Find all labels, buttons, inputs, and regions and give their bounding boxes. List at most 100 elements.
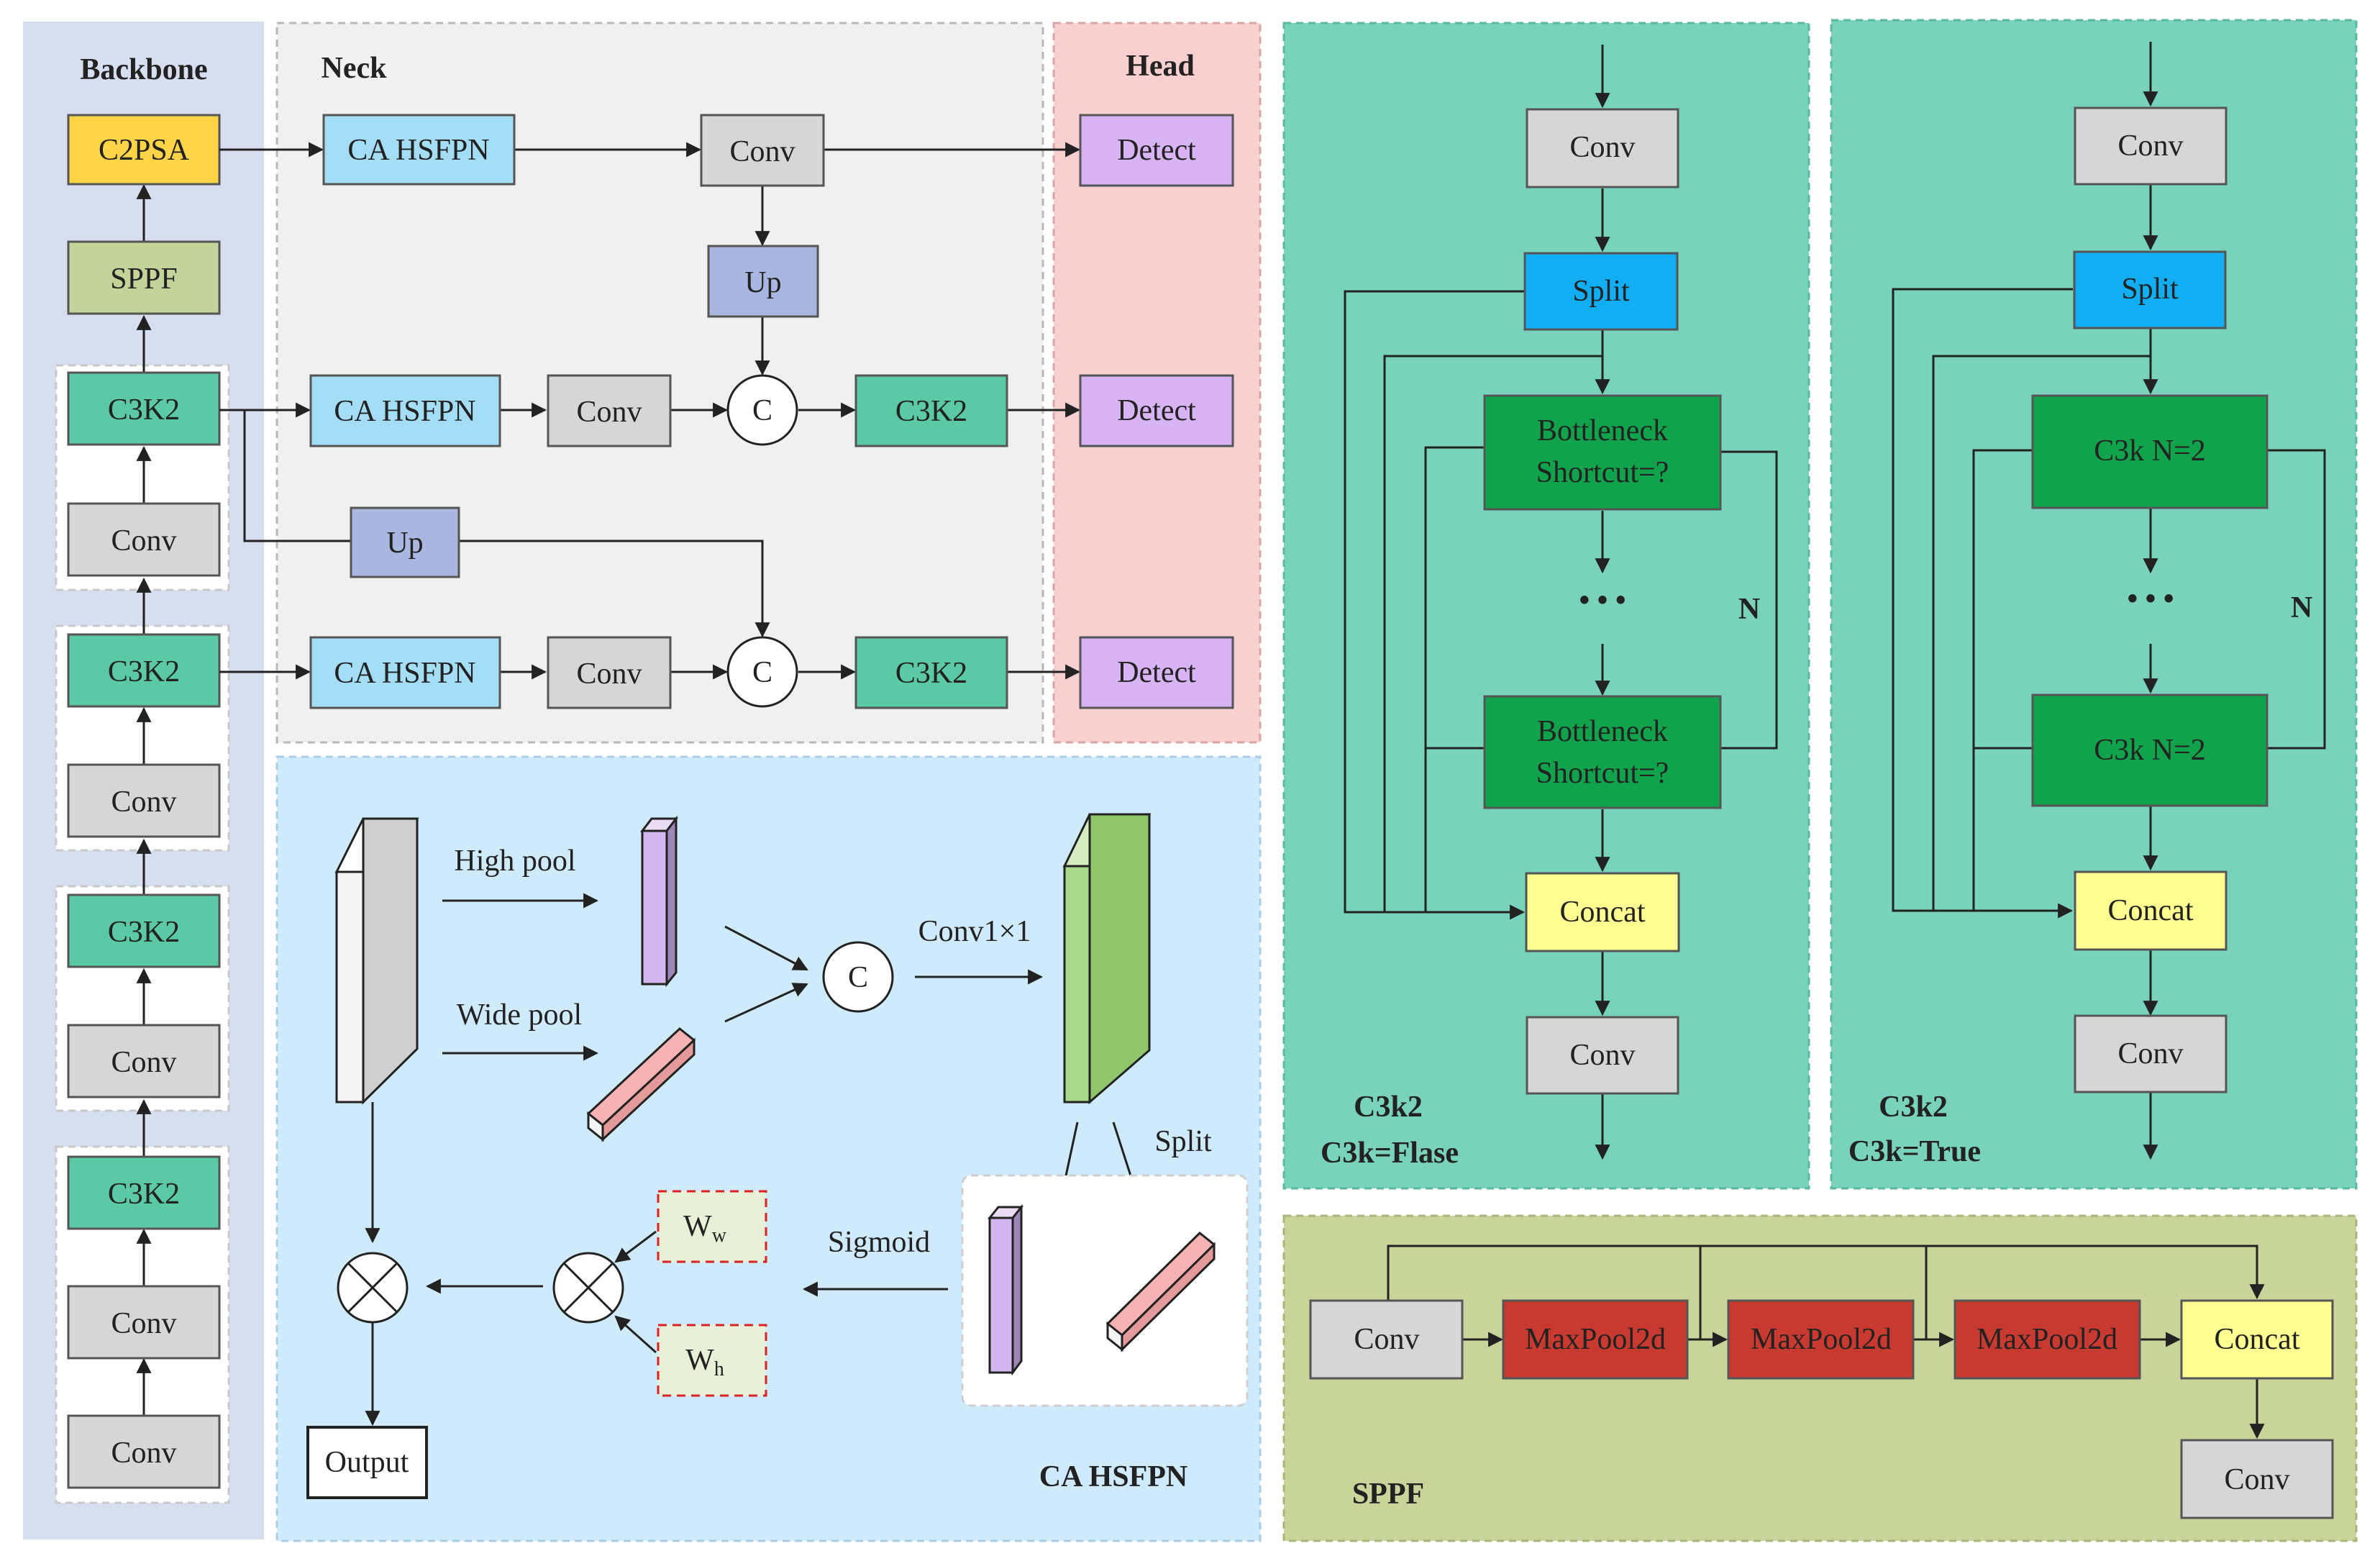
neck-ca-hsfpn-3: CA HSFPN xyxy=(309,636,501,709)
svg-text:Ww: Ww xyxy=(683,1210,727,1247)
svg-text:C3K2: C3K2 xyxy=(108,916,180,949)
svg-text:Conv: Conv xyxy=(576,396,642,429)
backbone-conv-4: Conv xyxy=(67,763,221,838)
wh-box: Wh xyxy=(657,1324,767,1397)
input-feature-map xyxy=(334,817,419,1105)
ca-concat: C xyxy=(822,941,894,1013)
neck-connectors xyxy=(219,142,1081,680)
c3k2-true-split: Split xyxy=(2073,250,2227,329)
svg-text:Conv: Conv xyxy=(111,1307,176,1340)
backbone-title: Backbone xyxy=(80,53,207,86)
neck-title: Neck xyxy=(322,52,388,85)
backbone-sppf: SPPF xyxy=(67,240,221,315)
multiply-icon-2 xyxy=(337,1252,409,1324)
split-group xyxy=(961,1174,1249,1407)
svg-text:C3K2: C3K2 xyxy=(108,393,180,427)
svg-text:C3K2: C3K2 xyxy=(108,655,180,688)
wide-pool-label: Wide pool xyxy=(457,998,582,1032)
svg-text:C3K2: C3K2 xyxy=(108,1178,180,1211)
c3k2-false-caption-2: C3k=Flase xyxy=(1321,1137,1459,1170)
svg-text:Detect: Detect xyxy=(1117,656,1196,689)
neck-concat-1: C xyxy=(726,374,798,446)
c3k2-true-concat: Concat xyxy=(2074,870,2228,951)
c3k2-true-dots: • • • xyxy=(2127,583,2174,616)
backbone-c3k2-2: C3K2 xyxy=(67,893,221,968)
backbone-conv-3: Conv xyxy=(67,1024,221,1098)
svg-text:MaxPool2d: MaxPool2d xyxy=(1977,1323,2117,1356)
svg-text:MaxPool2d: MaxPool2d xyxy=(1751,1323,1892,1356)
svg-text:Conv: Conv xyxy=(2224,1463,2289,1496)
conv1x1-label: Conv1×1 xyxy=(918,915,1031,948)
sppf-maxpool-2: MaxPool2d xyxy=(1727,1299,1915,1380)
sppf-maxpool-1: MaxPool2d xyxy=(1502,1299,1689,1380)
svg-text:CA HSFPN: CA HSFPN xyxy=(347,134,489,167)
svg-text:Conv: Conv xyxy=(576,658,642,691)
svg-text:Bottleneck: Bottleneck xyxy=(1537,414,1668,447)
svg-text:Conv: Conv xyxy=(2117,1037,2183,1070)
neck-up-2: Up xyxy=(350,506,460,578)
svg-text:Concat: Concat xyxy=(2215,1323,2300,1356)
neck-conv-1: Conv xyxy=(700,114,825,187)
svg-text:SPPF: SPPF xyxy=(110,263,177,296)
svg-text:Split: Split xyxy=(2121,273,2179,306)
svg-text:Wh: Wh xyxy=(685,1344,724,1380)
conv-result-tensor xyxy=(1062,813,1152,1105)
svg-text:CA HSFPN: CA HSFPN xyxy=(334,395,475,428)
neck-concat-2: C xyxy=(726,636,798,708)
head-detect-1: Detect xyxy=(1079,114,1234,187)
sppf-conv-1: Conv xyxy=(1309,1299,1464,1380)
c3k2-false-conv-2: Conv xyxy=(1526,1016,1679,1095)
c3k2-false-caption-1: C3k2 xyxy=(1354,1091,1423,1124)
neck-c3k2-1: C3K2 xyxy=(854,374,1008,447)
c3k2-true-caption-1: C3k2 xyxy=(1879,1091,1948,1124)
c3k2-false-split: Split xyxy=(1523,252,1679,331)
svg-text:Shortcut=?: Shortcut=? xyxy=(1536,456,1669,489)
sppf-caption: SPPF xyxy=(1352,1478,1424,1511)
svg-text:Split: Split xyxy=(1572,275,1630,308)
c3k2-true-n: N xyxy=(2291,591,2312,624)
svg-text:Up: Up xyxy=(744,266,781,299)
svg-text:Detect: Detect xyxy=(1117,394,1196,427)
svg-text:Output: Output xyxy=(325,1446,409,1479)
neck-ca-hsfpn-1: CA HSFPN xyxy=(322,114,516,186)
svg-text:Conv: Conv xyxy=(1569,1039,1635,1072)
ca-hsfpn-caption: CA HSFPN xyxy=(1039,1460,1188,1493)
svg-text:C2PSA: C2PSA xyxy=(99,134,190,167)
split-w-tensor xyxy=(1105,1231,1216,1352)
neck-conv-3: Conv xyxy=(547,636,672,709)
backbone-c3k2-1: C3K2 xyxy=(67,1155,221,1230)
neck-conv-2: Conv xyxy=(547,374,672,447)
backbone-conv-5: Conv xyxy=(67,502,221,577)
c3k2-false-concat: Concat xyxy=(1525,872,1680,952)
neck-ca-hsfpn-2: CA HSFPN xyxy=(309,374,501,447)
head-title: Head xyxy=(1126,50,1195,83)
c3k2-false-bottleneck-2: Bottleneck Shortcut=? xyxy=(1483,695,1722,809)
svg-text:Conv: Conv xyxy=(1354,1323,1419,1356)
c3k2-true-caption-2: C3k=True xyxy=(1848,1135,1981,1168)
c3k2-false-conv-1: Conv xyxy=(1526,108,1679,188)
svg-text:Concat: Concat xyxy=(1560,896,1646,929)
svg-text:Shortcut=?: Shortcut=? xyxy=(1536,757,1669,790)
split-label: Split xyxy=(1154,1125,1212,1158)
svg-text:Conv: Conv xyxy=(2117,129,2183,163)
svg-text:C3k N=2: C3k N=2 xyxy=(2094,734,2206,767)
head-detect-3: Detect xyxy=(1079,636,1234,709)
svg-text:Concat: Concat xyxy=(2108,894,2194,927)
split-h-tensor xyxy=(987,1204,1024,1376)
backbone-conv-1: Conv xyxy=(67,1414,221,1489)
high-pool-label: High pool xyxy=(454,845,575,878)
c3k2-true-connectors xyxy=(1892,42,2326,1160)
c3k2-true-c3k-block-2: C3k N=2 xyxy=(2031,693,2269,807)
svg-text:Bottleneck: Bottleneck xyxy=(1537,715,1668,748)
neck-c3k2-2: C3K2 xyxy=(854,636,1008,709)
svg-text:CA HSFPN: CA HSFPN xyxy=(334,657,475,690)
svg-text:C3k N=2: C3k N=2 xyxy=(2094,435,2206,468)
svg-text:MaxPool2d: MaxPool2d xyxy=(1525,1323,1666,1356)
c3k2-true-panel xyxy=(1830,19,2358,1190)
backbone-c2psa: C2PSA xyxy=(67,114,221,186)
sppf-conv-2: Conv xyxy=(2180,1439,2334,1519)
c3k2-false-connectors xyxy=(1344,45,1778,1160)
svg-text:C: C xyxy=(752,394,772,427)
svg-text:C3K2: C3K2 xyxy=(895,657,967,690)
